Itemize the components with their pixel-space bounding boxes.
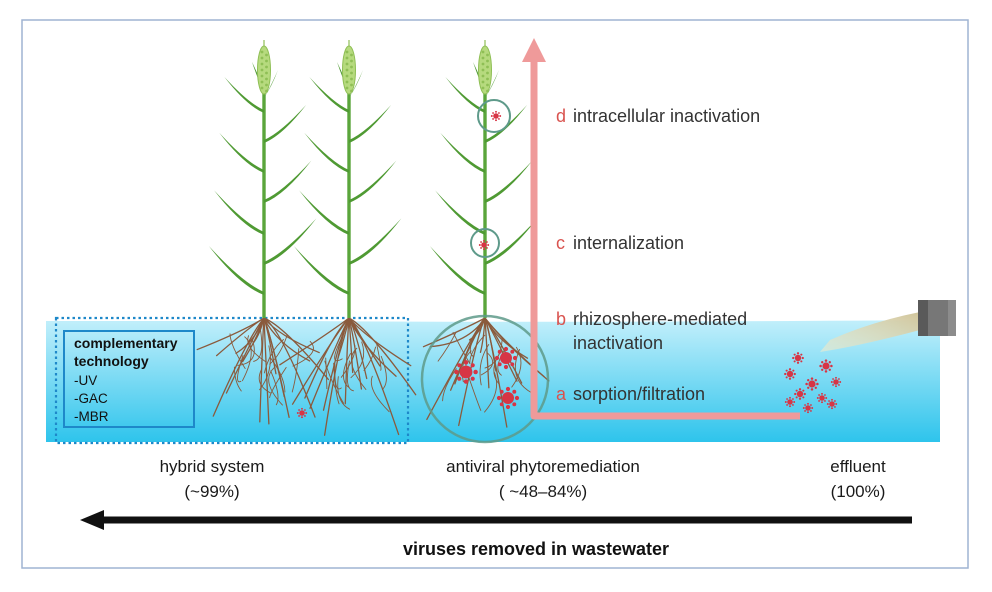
antiviral-phytoremediation-value: ( ~48–84%) [499, 482, 587, 501]
plant-2-roots [279, 317, 417, 436]
step-d-text: intracellular inactivation [573, 106, 760, 126]
effluent-label: effluent [830, 457, 886, 476]
complementary-technology-box: complementary technology -UV -GAC -MBR [63, 330, 195, 428]
step-d: d intracellular inactivation [556, 106, 760, 126]
diagram-frame [21, 19, 969, 569]
hybrid-system-label: hybrid system [160, 457, 265, 476]
virus-pathway-arrow [522, 38, 800, 420]
plant-1-spike [257, 40, 271, 95]
box-item-mbr: -MBR [74, 409, 109, 424]
box-title-line2: technology [74, 353, 149, 369]
step-c: c internalization [556, 233, 684, 253]
step-a: a sorption/filtration [556, 384, 705, 404]
effluent-discharge-stream [820, 312, 920, 352]
box-item-gac: -GAC [74, 391, 108, 406]
step-b-text: rhizosphere-mediated [573, 309, 747, 329]
intracellular-magnifier-circle [477, 99, 511, 133]
removal-direction-arrow [80, 510, 912, 530]
step-c-text: internalization [573, 233, 684, 253]
step-d-letter: d [556, 106, 566, 126]
plant-1-roots [196, 317, 329, 425]
hybrid-system-zone [54, 316, 410, 445]
effluent-value: (100%) [831, 482, 886, 501]
effluent-pipe [820, 300, 956, 352]
antiviral-phytoremediation-label: antiviral phytoremediation [446, 457, 640, 476]
step-b-text-line2: inactivation [573, 333, 663, 353]
plant-2 [279, 40, 417, 436]
internalization-magnifier-circle [470, 228, 500, 258]
step-b-letter: b [556, 309, 566, 329]
step-c-letter: c [556, 233, 565, 253]
box-item-uv: -UV [74, 373, 97, 388]
plants-group [196, 40, 550, 436]
plant-3 [422, 40, 550, 428]
step-a-letter: a [556, 384, 567, 404]
removal-caption: viruses removed in wastewater [403, 539, 669, 559]
plant-2-spike [342, 40, 356, 95]
step-a-text: sorption/filtration [573, 384, 705, 404]
box-title-line1: complementary [74, 335, 178, 351]
plant-3-spike [478, 40, 492, 95]
rhizosphere-circle [420, 314, 550, 444]
step-b: b rhizosphere-mediated inactivation [556, 309, 747, 353]
plant-1 [196, 40, 329, 425]
wastewater-body [46, 320, 940, 442]
hybrid-system-value: (~99%) [184, 482, 239, 501]
